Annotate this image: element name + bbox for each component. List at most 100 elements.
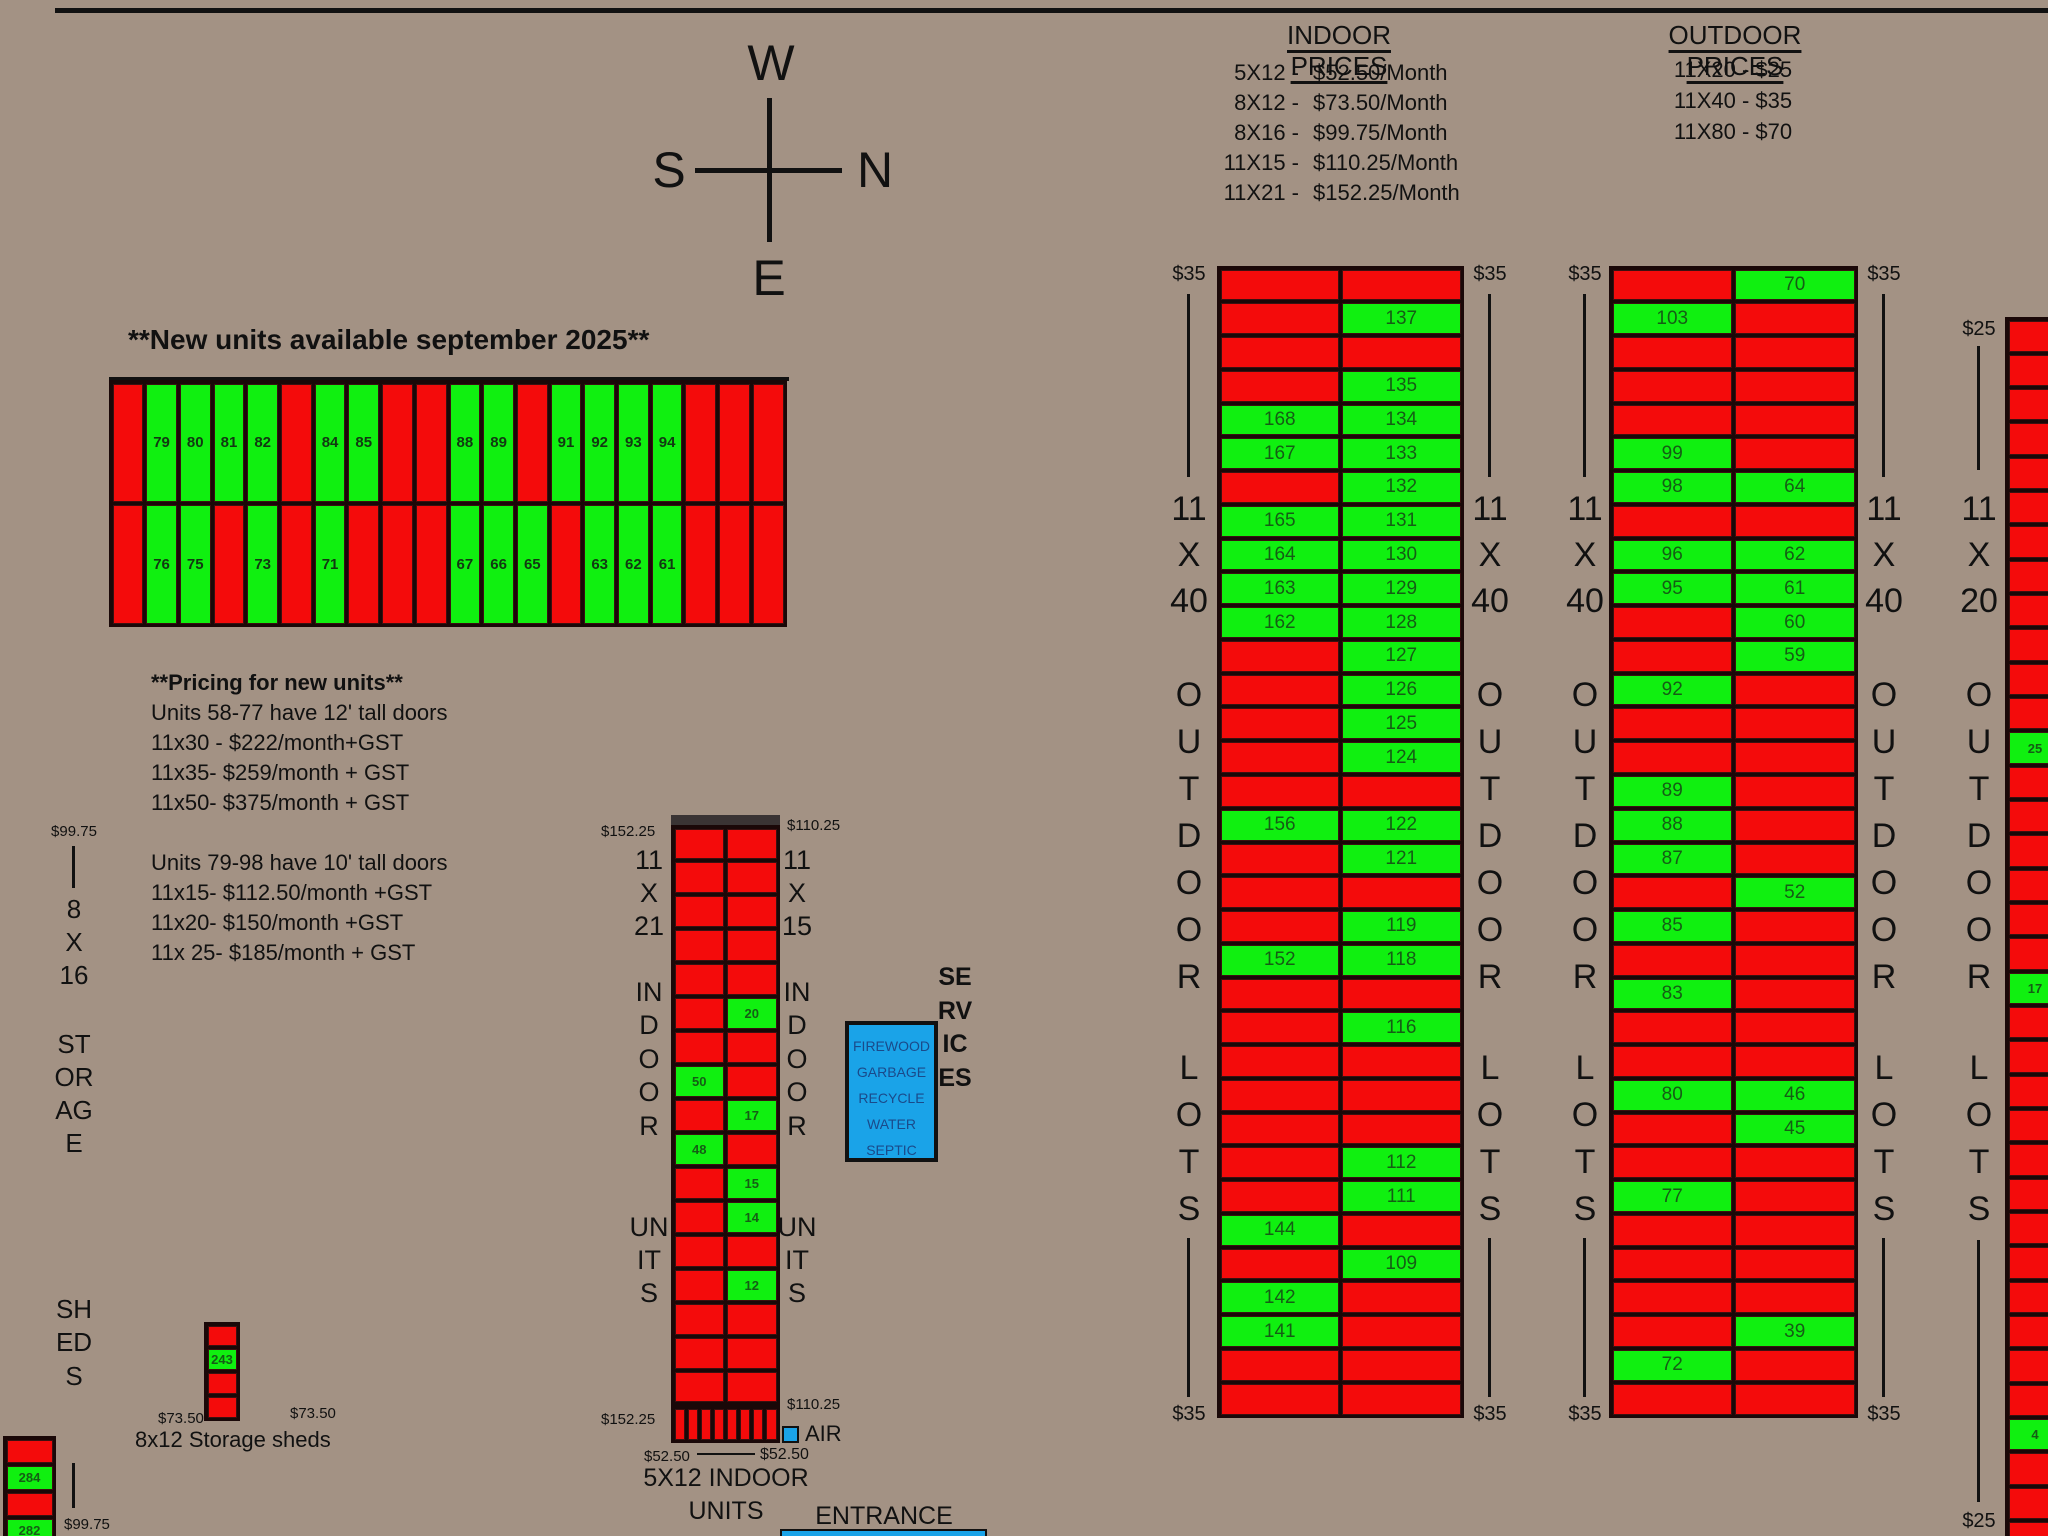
- occupied-unit[interactable]: [516, 383, 548, 502]
- occupied-unit[interactable]: [2008, 835, 2048, 867]
- occupied-unit[interactable]: [1220, 978, 1339, 1010]
- occupied-unit[interactable]: [1735, 809, 1855, 841]
- available-unit[interactable]: 89: [483, 383, 514, 502]
- occupied-unit[interactable]: [674, 1201, 724, 1233]
- occupied-unit[interactable]: [2008, 1178, 2048, 1211]
- occupied-unit[interactable]: [1612, 1214, 1732, 1246]
- available-unit[interactable]: 20: [727, 998, 777, 1030]
- occupied-unit[interactable]: [2008, 1453, 2048, 1485]
- occupied-unit[interactable]: [1612, 1316, 1732, 1347]
- occupied-unit[interactable]: [2008, 1007, 2048, 1039]
- available-unit[interactable]: 85: [1612, 911, 1732, 942]
- available-unit[interactable]: 141: [1220, 1316, 1339, 1347]
- occupied-unit[interactable]: [1735, 1012, 1855, 1044]
- occupied-unit[interactable]: [674, 930, 724, 962]
- occupied-unit[interactable]: [207, 1325, 237, 1347]
- occupied-unit[interactable]: [1220, 472, 1339, 503]
- occupied-unit[interactable]: [1612, 1113, 1732, 1145]
- occupied-unit[interactable]: [1220, 1012, 1339, 1044]
- occupied-unit[interactable]: [2008, 1041, 2048, 1073]
- available-unit[interactable]: 122: [1342, 809, 1461, 841]
- occupied-unit[interactable]: [1735, 843, 1855, 875]
- occupied-unit[interactable]: [1735, 1248, 1855, 1280]
- available-unit[interactable]: 127: [1342, 640, 1461, 672]
- occupied-unit[interactable]: [727, 1408, 738, 1440]
- occupied-unit[interactable]: [1612, 944, 1732, 976]
- available-unit[interactable]: 142: [1220, 1282, 1339, 1314]
- occupied-unit[interactable]: [1220, 674, 1339, 706]
- occupied-unit[interactable]: [1612, 1147, 1732, 1179]
- occupied-unit[interactable]: [1735, 1046, 1855, 1077]
- occupied-unit[interactable]: [2008, 801, 2048, 833]
- available-unit[interactable]: 61: [651, 505, 683, 624]
- occupied-unit[interactable]: [6, 1492, 53, 1516]
- occupied-unit[interactable]: [674, 1408, 685, 1440]
- occupied-unit[interactable]: [1220, 370, 1339, 402]
- occupied-unit[interactable]: [1220, 640, 1339, 672]
- available-unit[interactable]: 103: [1612, 303, 1732, 335]
- occupied-unit[interactable]: [2008, 1521, 2048, 1536]
- occupied-unit[interactable]: [1612, 1383, 1732, 1415]
- occupied-unit[interactable]: [1220, 1079, 1339, 1111]
- occupied-unit[interactable]: [1735, 505, 1855, 537]
- occupied-unit[interactable]: [1342, 978, 1461, 1010]
- occupied-unit[interactable]: [674, 1032, 724, 1064]
- occupied-unit[interactable]: [415, 383, 447, 502]
- available-unit[interactable]: 109: [1342, 1248, 1461, 1280]
- available-unit[interactable]: 95: [1612, 573, 1732, 605]
- occupied-unit[interactable]: [1220, 1181, 1339, 1212]
- occupied-unit[interactable]: [2008, 1487, 2048, 1519]
- occupied-unit[interactable]: [674, 1303, 724, 1335]
- available-unit[interactable]: 4: [2008, 1419, 2048, 1451]
- available-unit[interactable]: 133: [1342, 438, 1461, 470]
- available-unit[interactable]: 135: [1342, 370, 1461, 402]
- occupied-unit[interactable]: [2008, 595, 2048, 627]
- occupied-unit[interactable]: [1735, 303, 1855, 335]
- occupied-unit[interactable]: [1612, 708, 1732, 740]
- occupied-unit[interactable]: [382, 505, 413, 624]
- available-unit[interactable]: 126: [1342, 674, 1461, 706]
- occupied-unit[interactable]: [1735, 978, 1855, 1010]
- available-unit[interactable]: 25: [2008, 732, 2048, 764]
- available-unit[interactable]: 83: [1612, 978, 1732, 1010]
- occupied-unit[interactable]: [700, 1408, 711, 1440]
- available-unit[interactable]: 65: [516, 505, 548, 624]
- occupied-unit[interactable]: [1735, 674, 1855, 706]
- occupied-unit[interactable]: [740, 1408, 751, 1440]
- occupied-unit[interactable]: [1220, 1113, 1339, 1145]
- occupied-unit[interactable]: [674, 998, 724, 1030]
- occupied-unit[interactable]: [112, 383, 144, 502]
- available-unit[interactable]: 282: [6, 1519, 53, 1536]
- available-unit[interactable]: 124: [1342, 742, 1461, 773]
- available-unit[interactable]: 164: [1220, 539, 1339, 571]
- available-unit[interactable]: 128: [1342, 607, 1461, 638]
- available-unit[interactable]: 98: [1612, 472, 1732, 503]
- available-unit[interactable]: 87: [1612, 843, 1732, 875]
- occupied-unit[interactable]: [727, 1371, 777, 1403]
- occupied-unit[interactable]: [2008, 320, 2048, 352]
- available-unit[interactable]: 52: [1735, 877, 1855, 909]
- occupied-unit[interactable]: [2008, 766, 2048, 799]
- occupied-unit[interactable]: [674, 1100, 724, 1131]
- occupied-unit[interactable]: [213, 505, 245, 624]
- occupied-unit[interactable]: [1735, 1383, 1855, 1415]
- occupied-unit[interactable]: [1735, 911, 1855, 942]
- occupied-unit[interactable]: [2008, 1281, 2048, 1314]
- occupied-unit[interactable]: [727, 828, 777, 860]
- available-unit[interactable]: 131: [1342, 505, 1461, 537]
- available-unit[interactable]: 88: [449, 383, 481, 502]
- occupied-unit[interactable]: [1735, 1147, 1855, 1179]
- occupied-unit[interactable]: [2008, 457, 2048, 490]
- occupied-unit[interactable]: [1612, 1046, 1732, 1077]
- available-unit[interactable]: 12: [727, 1269, 777, 1301]
- occupied-unit[interactable]: [1735, 775, 1855, 807]
- occupied-unit[interactable]: [727, 896, 777, 928]
- available-unit[interactable]: 137: [1342, 303, 1461, 335]
- occupied-unit[interactable]: [752, 383, 784, 502]
- occupied-unit[interactable]: [2008, 1384, 2048, 1416]
- occupied-unit[interactable]: [1342, 1214, 1461, 1246]
- available-unit[interactable]: 88: [1612, 809, 1732, 841]
- occupied-unit[interactable]: [2008, 1110, 2048, 1142]
- occupied-unit[interactable]: [415, 505, 447, 624]
- occupied-unit[interactable]: [1612, 640, 1732, 672]
